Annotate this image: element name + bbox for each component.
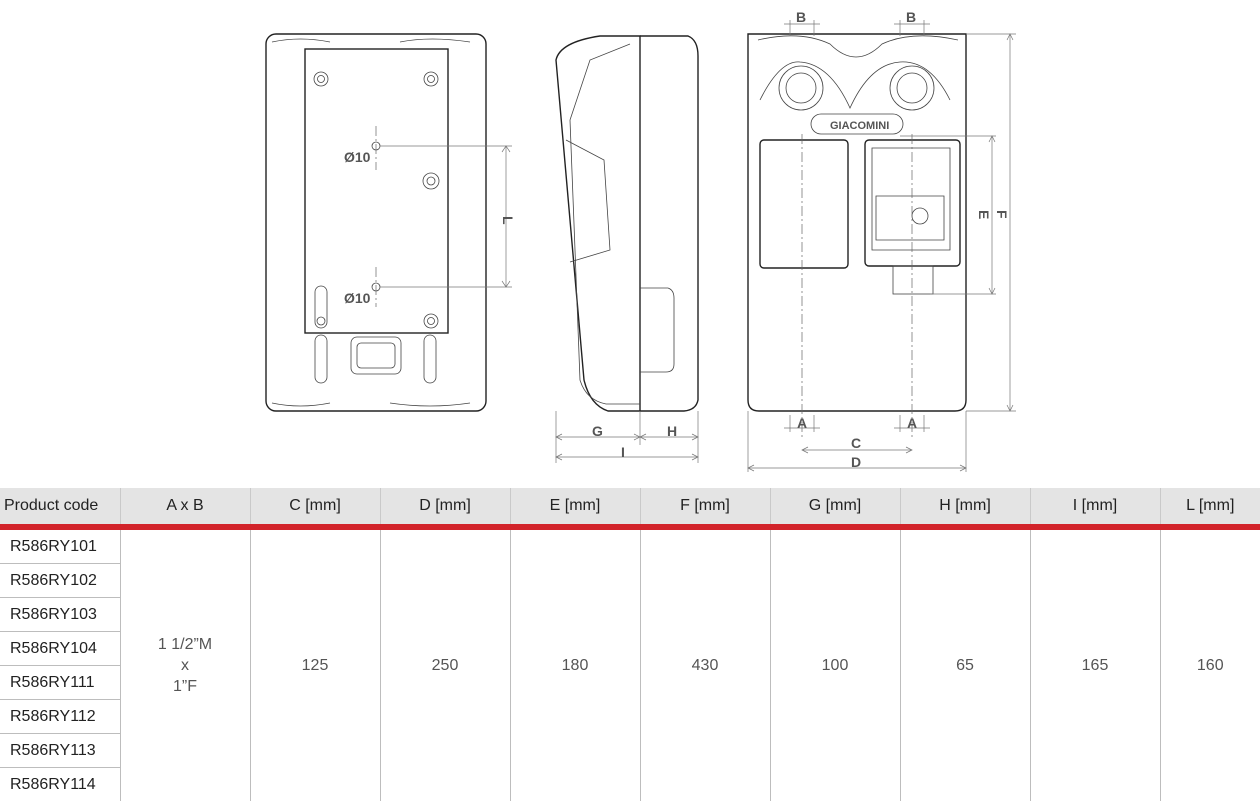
product-code-cell: R586RY104: [0, 632, 120, 666]
header-g: G [mm]: [770, 488, 900, 527]
dim-a-right-label: A: [907, 415, 917, 431]
dim-i-label: I: [621, 444, 625, 460]
e-value-cell: 180: [510, 527, 640, 801]
technical-drawing: Ø10 Ø10 L G H I GIACOMINI: [0, 0, 1260, 488]
header-l: L [mm]: [1160, 488, 1260, 527]
dim-h-label: H: [667, 423, 677, 439]
front-view: GIACOMINI B B A A C D E F: [748, 9, 1016, 472]
header-i: I [mm]: [1030, 488, 1160, 527]
rear-view: Ø10 Ø10 L: [266, 34, 516, 411]
h-value-cell: 65: [900, 527, 1030, 801]
product-code-cell: R586RY101: [0, 527, 120, 564]
side-view: G H I: [556, 36, 698, 463]
product-code-cell: R586RY111: [0, 666, 120, 700]
product-code-cell: R586RY113: [0, 734, 120, 768]
d-value-cell: 250: [380, 527, 510, 801]
product-code-cell: R586RY114: [0, 768, 120, 801]
dim-a-left-label: A: [797, 415, 807, 431]
dimensions-table: Product code A x B C [mm] D [mm] E [mm] …: [0, 488, 1260, 801]
front-logo: GIACOMINI: [830, 120, 889, 132]
dim-c-label: C: [851, 435, 861, 451]
table-header-row: Product code A x B C [mm] D [mm] E [mm] …: [0, 488, 1260, 527]
header-c: C [mm]: [250, 488, 380, 527]
dim-b-left-label: B: [796, 9, 806, 25]
header-product-code: Product code: [0, 488, 120, 527]
dim-b-right-label: B: [906, 9, 916, 25]
a-x-b-line3: 1”F: [121, 676, 250, 697]
i-value-cell: 165: [1030, 527, 1160, 801]
header-e: E [mm]: [510, 488, 640, 527]
f-value-cell: 430: [640, 527, 770, 801]
hole-label-top: Ø10: [344, 149, 371, 165]
a-x-b-line2: x: [121, 655, 250, 676]
product-code-cell: R586RY112: [0, 700, 120, 734]
header-h: H [mm]: [900, 488, 1030, 527]
product-code-cell: R586RY102: [0, 564, 120, 598]
a-x-b-line1: 1 1/2”M: [121, 634, 250, 655]
g-value-cell: 100: [770, 527, 900, 801]
hole-label-bottom: Ø10: [344, 290, 371, 306]
dim-f-label: F: [994, 210, 1010, 219]
product-code-cell: R586RY103: [0, 598, 120, 632]
c-value-cell: 125: [250, 527, 380, 801]
header-a-x-b: A x B: [120, 488, 250, 527]
dim-d-label: D: [851, 454, 861, 470]
a-x-b-cell: 1 1/2”M x 1”F: [120, 527, 250, 801]
l-value-cell: 160: [1160, 527, 1260, 801]
dim-e-label: E: [976, 210, 992, 219]
header-d: D [mm]: [380, 488, 510, 527]
dim-l-label: L: [500, 216, 516, 225]
header-f: F [mm]: [640, 488, 770, 527]
dim-g-label: G: [592, 423, 603, 439]
table-row: R586RY101 1 1/2”M x 1”F 125 250 180 430 …: [0, 527, 1260, 564]
